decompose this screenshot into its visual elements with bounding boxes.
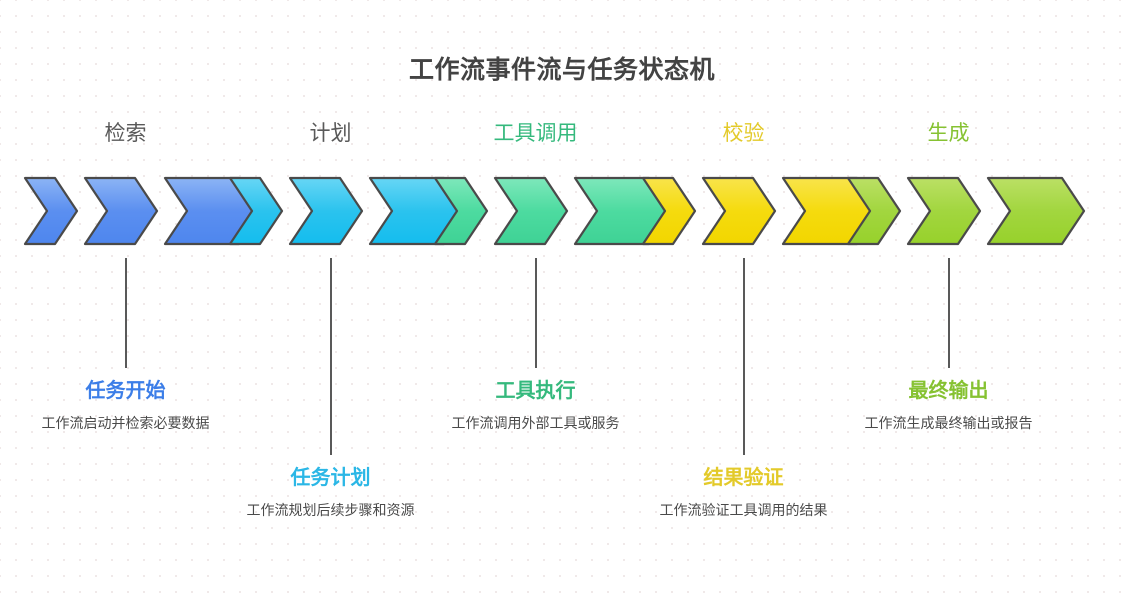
chevron-group-4[interactable] — [641, 176, 881, 246]
chevron-arrows-4 — [641, 176, 881, 246]
chevron-1-2 — [83, 176, 159, 246]
chevron-4-2 — [701, 176, 777, 246]
callout-3[interactable]: 工具执行工作流调用外部工具或服务 — [433, 378, 638, 434]
stage-label-1: 检索 — [104, 122, 147, 145]
connector-line-4 — [743, 258, 745, 455]
chevron-group-5[interactable] — [846, 176, 1086, 246]
callout-2[interactable]: 任务计划工作流规划后续步骤和资源 — [228, 465, 433, 521]
chevron-group-3[interactable] — [433, 176, 673, 246]
stage-label-5: 生成 — [927, 122, 970, 145]
callout-title-2: 任务计划 — [290, 467, 371, 489]
callout-desc-4: 工作流验证工具调用的结果 — [659, 502, 828, 518]
chevron-2-1 — [228, 176, 284, 246]
page-title: 工作流事件流与任务状态机 — [408, 56, 715, 84]
chevron-5-3 — [986, 176, 1086, 246]
chevron-3-1 — [433, 176, 489, 246]
connector-line-5 — [948, 258, 950, 368]
chevron-3-2 — [493, 176, 569, 246]
callout-4[interactable]: 结果验证工作流验证工具调用的结果 — [641, 465, 846, 521]
chevron-2-2 — [288, 176, 364, 246]
stage-label-2: 计划 — [309, 122, 352, 145]
callout-desc-1: 工作流启动并检索必要数据 — [41, 415, 210, 431]
callout-5[interactable]: 最终输出工作流生成最终输出或报告 — [846, 378, 1051, 434]
callout-desc-2: 工作流规划后续步骤和资源 — [246, 502, 415, 518]
callout-title-3: 工具执行 — [495, 380, 576, 402]
chevron-arrows-5 — [846, 176, 1086, 246]
callout-title-5: 最终输出 — [908, 380, 989, 402]
stage-label-4: 校验 — [722, 122, 765, 145]
chevron-arrows-3 — [433, 176, 673, 246]
callout-title-1: 任务开始 — [85, 380, 166, 402]
connector-line-1 — [125, 258, 127, 368]
chevron-arrows-2 — [228, 176, 468, 246]
chevron-4-1 — [641, 176, 697, 246]
stage-label-3: 工具调用 — [493, 122, 578, 145]
chevron-group-1[interactable] — [23, 176, 263, 246]
chevron-group-2[interactable] — [228, 176, 468, 246]
callout-desc-5: 工作流生成最终输出或报告 — [864, 415, 1033, 431]
callout-desc-3: 工作流调用外部工具或服务 — [451, 415, 620, 431]
chevron-5-1 — [846, 176, 902, 246]
chevron-arrows-1 — [23, 176, 263, 246]
chevron-5-2 — [906, 176, 982, 246]
connector-line-3 — [535, 258, 537, 368]
chevron-1-1 — [23, 176, 79, 246]
callout-1[interactable]: 任务开始工作流启动并检索必要数据 — [23, 378, 228, 434]
connector-line-2 — [330, 258, 332, 455]
callout-title-4: 结果验证 — [703, 467, 784, 489]
